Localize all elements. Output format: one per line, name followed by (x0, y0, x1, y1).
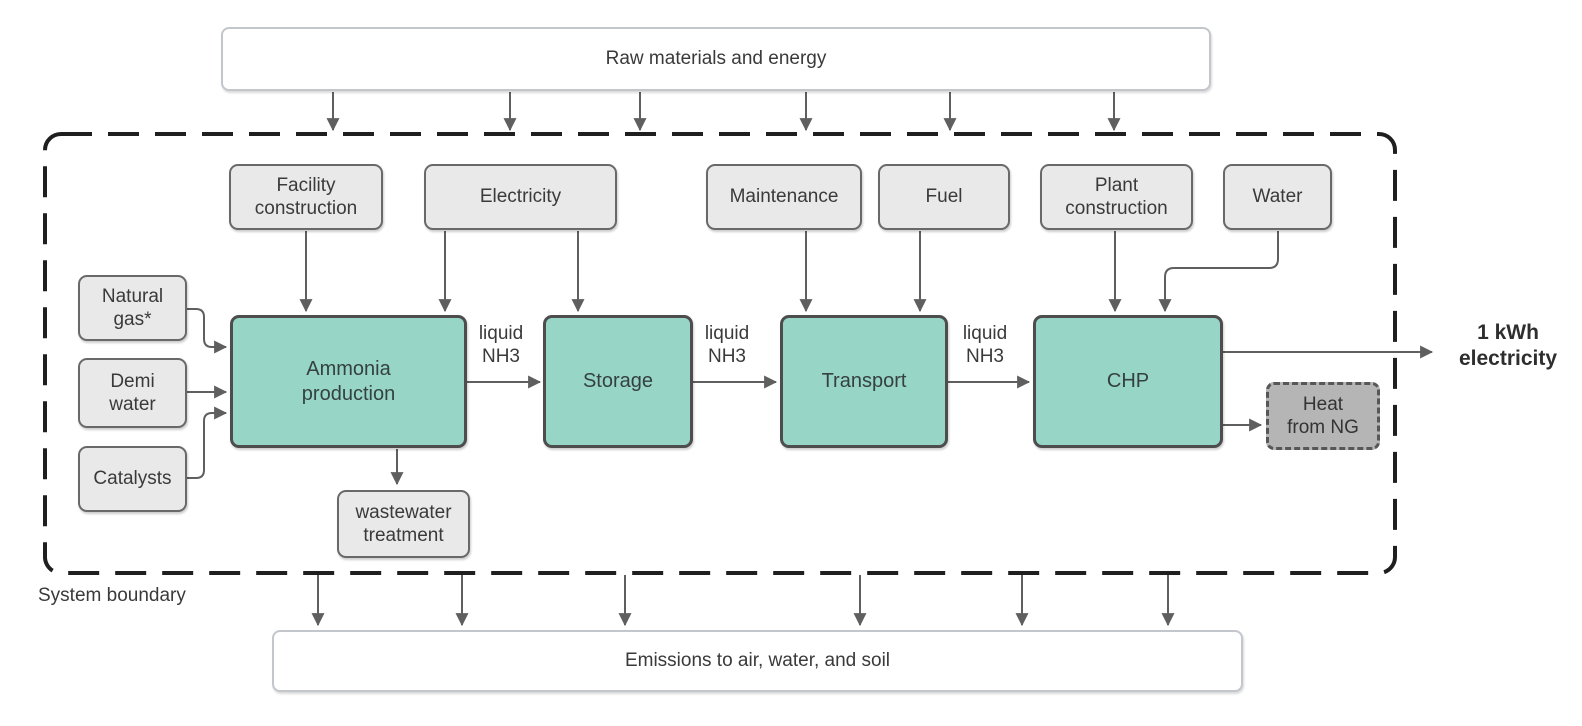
flow-label-ammonia-storage: liquid NH3 (478, 323, 524, 368)
flow-label-storage-transport: liquid NH3 (704, 323, 750, 368)
flow-label-transport-chp: liquid NH3 (962, 323, 1008, 368)
process-storage: Storage (543, 315, 693, 448)
raw-materials-arrows (326, 92, 1121, 132)
wastewater-label: wastewater treatment (355, 501, 452, 546)
arrow-water-to-chp (1158, 231, 1279, 313)
input-maintenance: Maintenance (706, 164, 862, 230)
system-boundary-label: System boundary (38, 585, 186, 606)
input-label: Maintenance (729, 186, 839, 208)
top-input-arrows (299, 231, 1279, 313)
process-transport: Transport (780, 315, 948, 448)
input-label: Plant construction (1065, 174, 1168, 219)
emission-arrows (311, 575, 1175, 627)
input-label: Fuel (925, 186, 963, 208)
input-label: Catalysts (93, 468, 172, 490)
input-label: Demi water (109, 370, 156, 415)
process-label: Storage (582, 370, 654, 393)
process-chain-arrows (390, 345, 1434, 486)
wastewater-treatment-box: wastewater treatment (337, 490, 470, 558)
input-catalysts: Catalysts (78, 446, 187, 512)
heat-label: Heat from NG (1287, 393, 1359, 438)
input-facility-construction: Facility construction (229, 164, 383, 230)
input-natural-gas: Natural gas* (78, 275, 187, 341)
output-label: 1 kWh electricity (1458, 321, 1558, 370)
system-boundary-outline (43, 132, 1397, 575)
input-label: Water (1252, 186, 1303, 208)
emissions-box: Emissions to air, water, and soil (272, 630, 1243, 692)
input-water: Water (1223, 164, 1332, 230)
input-fuel: Fuel (878, 164, 1010, 230)
raw-materials-box: Raw materials and energy (221, 27, 1211, 91)
arrow-catalysts-to-ammonia (187, 406, 228, 479)
process-label: Transport (821, 370, 907, 393)
process-label: Ammonia production (301, 358, 396, 405)
arrow-natural-gas-to-ammonia (187, 308, 228, 354)
input-label: Electricity (479, 186, 562, 208)
input-label: Natural gas* (101, 285, 164, 330)
raw-materials-label: Raw materials and energy (605, 48, 827, 70)
process-ammonia-production: Ammonia production (230, 315, 467, 448)
process-label: CHP (1106, 370, 1150, 393)
input-label: Facility construction (254, 174, 358, 219)
left-input-arrows (187, 308, 228, 479)
input-demi-water: Demi water (78, 358, 187, 428)
heat-from-ng-box: Heat from NG (1266, 382, 1380, 450)
process-chp: CHP (1033, 315, 1223, 448)
input-plant-construction: Plant construction (1040, 164, 1193, 230)
input-electricity: Electricity (424, 164, 617, 230)
emissions-label: Emissions to air, water, and soil (624, 650, 891, 672)
